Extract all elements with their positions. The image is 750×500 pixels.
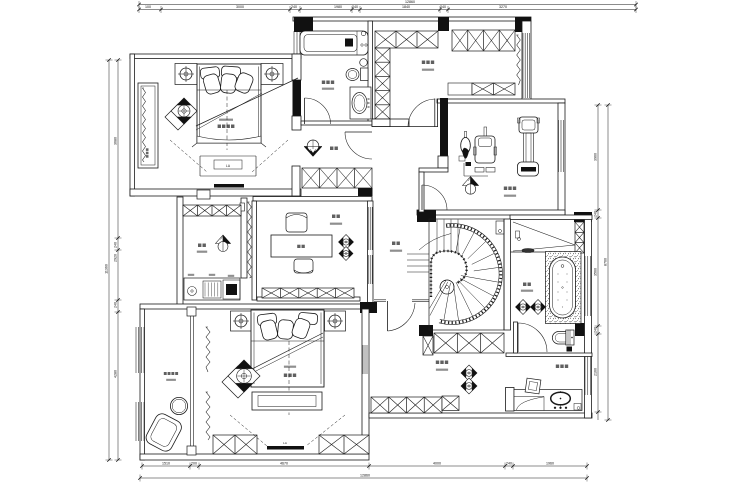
svg-text:4000: 4000 (433, 462, 441, 466)
svg-text:240: 240 (506, 462, 512, 466)
svg-text:240: 240 (114, 242, 118, 248)
svg-text:240: 240 (594, 327, 598, 333)
svg-text:LA: LA (283, 441, 287, 445)
svg-text:8760: 8760 (604, 258, 608, 266)
svg-text:2920: 2920 (114, 254, 118, 262)
svg-text:240: 240 (440, 5, 446, 9)
svg-text:3960: 3960 (594, 153, 598, 161)
svg-text:1840: 1840 (402, 5, 410, 9)
svg-text:3560: 3560 (594, 268, 598, 276)
svg-text:3680: 3680 (114, 137, 118, 145)
svg-text:4670: 4670 (280, 462, 288, 466)
svg-text:2160: 2160 (594, 368, 598, 376)
svg-text:100: 100 (145, 5, 151, 9)
svg-text:3270: 3270 (499, 5, 507, 9)
svg-text:11360: 11360 (105, 264, 109, 274)
svg-text:240: 240 (114, 302, 118, 308)
svg-text:LA: LA (226, 164, 231, 168)
svg-text:3000: 3000 (236, 5, 244, 9)
svg-text:12860: 12860 (360, 474, 370, 478)
svg-text:1510: 1510 (162, 462, 170, 466)
svg-text:12860: 12860 (405, 0, 415, 4)
svg-text:240: 240 (594, 211, 598, 217)
svg-text:1960: 1960 (546, 462, 554, 466)
svg-text:200: 200 (191, 462, 197, 466)
svg-text:240: 240 (291, 5, 297, 9)
svg-text:1980: 1980 (334, 5, 342, 9)
svg-text:240: 240 (352, 5, 358, 9)
svg-text:4280: 4280 (114, 370, 118, 378)
